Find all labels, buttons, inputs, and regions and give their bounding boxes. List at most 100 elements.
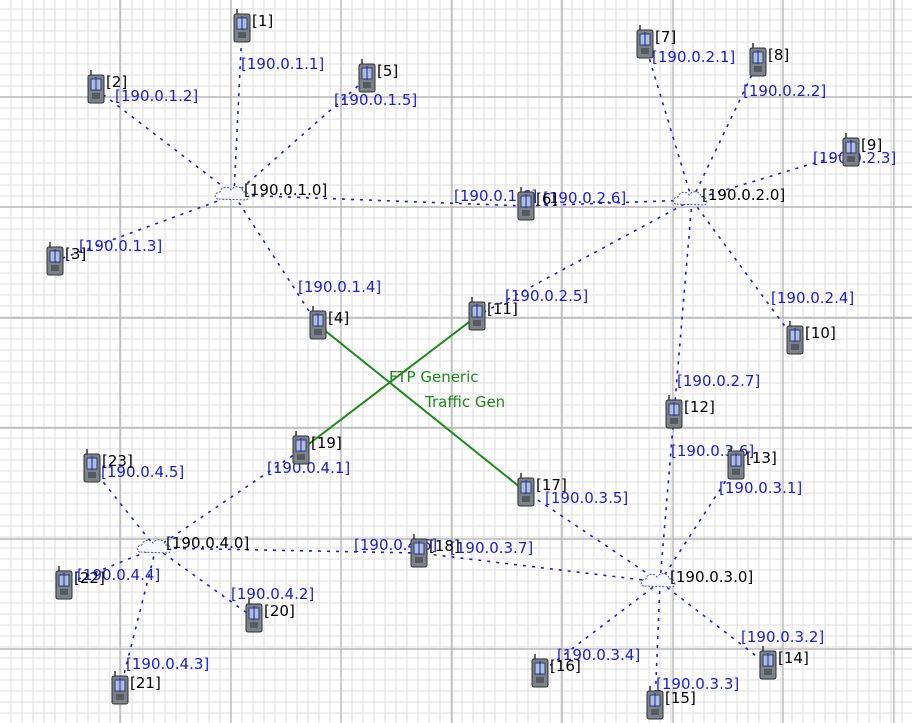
node-1[interactable]: [1] <box>233 9 273 43</box>
node-2[interactable]: [2] <box>87 70 127 104</box>
mobile-device-icon <box>468 297 486 331</box>
mobile-device-icon <box>517 187 535 221</box>
traffic-generator-label: FTP Generic Traffic Gen <box>389 368 505 411</box>
mobile-device-icon <box>786 321 804 355</box>
node-label: [4] <box>328 309 349 327</box>
node-8[interactable]: [8] <box>749 43 789 77</box>
ip-address-labels: [190.0.1.1][190.0.1.2][190.0.1.3][190.0.… <box>77 48 896 693</box>
mobile-device-icon <box>517 473 535 507</box>
mobile-device-icon <box>646 686 664 720</box>
ip-address-label: [190.0.3.3] <box>656 675 739 693</box>
node-19[interactable]: [19] <box>292 431 342 465</box>
node-4[interactable]: [4] <box>309 306 349 340</box>
mobile-device-icon <box>665 395 683 429</box>
node-22[interactable]: [22] <box>55 566 105 600</box>
network-net1[interactable]: [190.0.1.0] <box>214 181 327 201</box>
node-9[interactable]: [9] <box>842 133 882 167</box>
cloud-icon <box>672 191 708 206</box>
node-18[interactable]: [18] <box>410 534 460 568</box>
wireless-link <box>691 199 796 341</box>
wireless-link <box>659 581 769 666</box>
node-label: [5] <box>377 62 398 80</box>
wireless-link <box>233 27 243 196</box>
wireless-link <box>155 547 255 619</box>
node-10[interactable]: [10] <box>786 321 836 355</box>
traffic-label-line2: Traffic Gen <box>424 393 505 411</box>
node-17[interactable]: [17] <box>517 473 567 507</box>
node-label: [21] <box>130 674 161 692</box>
node-15[interactable]: [15] <box>646 686 696 720</box>
node-label: [17] <box>536 476 567 494</box>
traffic-flows <box>300 315 527 493</box>
mobile-device-icon <box>636 25 654 59</box>
node-16[interactable]: [16] <box>531 654 581 688</box>
ip-address-label: [190.0.3.4] <box>557 646 640 664</box>
ip-address-label: [190.0.2.6] <box>543 189 626 207</box>
node-label: [16] <box>550 657 581 675</box>
traffic-flow-line[interactable] <box>300 315 478 451</box>
node-3[interactable]: [3] <box>46 242 86 276</box>
mobile-device-icon <box>759 646 777 680</box>
node-20[interactable]: [20] <box>245 599 295 633</box>
wireless-link <box>525 199 693 207</box>
node-5[interactable]: [5] <box>358 59 398 93</box>
node-label: [10] <box>805 324 836 342</box>
network-label: [190.0.3.0] <box>670 568 753 586</box>
wireless-link <box>155 449 302 549</box>
mobile-device-icon <box>309 306 327 340</box>
mobile-device-icon <box>842 133 860 167</box>
mobile-device-icon <box>55 566 73 600</box>
ip-address-label: [190.0.4.4] <box>77 566 160 584</box>
network-net2[interactable]: [190.0.2.0] <box>672 186 785 206</box>
wireless-link <box>119 547 157 691</box>
node-11[interactable]: [11] <box>468 297 518 331</box>
traffic-flow-line[interactable] <box>317 324 527 493</box>
node-label: [15] <box>665 689 696 707</box>
ip-address-label: [190.0.1.4] <box>298 278 381 296</box>
node-label: [20] <box>264 602 295 620</box>
wireless-link <box>659 413 675 583</box>
node-23[interactable]: [23] <box>83 449 133 483</box>
network-net4[interactable]: [190.0.4.0] <box>136 534 249 554</box>
traffic-label-line1: FTP Generic <box>389 368 479 386</box>
node-label: [1] <box>252 12 273 30</box>
node-13[interactable]: [13] <box>727 446 777 480</box>
ip-address-label: [190.0.1.1] <box>241 55 324 73</box>
ip-address-label: [190.0.3.7] <box>450 539 533 557</box>
wireless-link <box>95 88 235 196</box>
ip-address-label: [190.0.2.2] <box>743 82 826 100</box>
ip-address-label: [190.0.2.1] <box>652 48 735 66</box>
node-21[interactable]: [21] <box>111 671 161 705</box>
mobile-device-icon <box>233 9 251 43</box>
ip-address-label: [190.0.1.5] <box>334 91 417 109</box>
ip-address-label: [190.0.3.1] <box>719 479 802 497</box>
node-7[interactable]: [7] <box>636 25 676 59</box>
cloud-icon <box>640 573 676 588</box>
ip-address-label: [190.0.1.3] <box>79 237 162 255</box>
mobile-device-icon <box>87 70 105 104</box>
mobile-device-icon <box>83 449 101 483</box>
ip-address-label: [190.0.3.2] <box>741 628 824 646</box>
ip-address-label: [190.0.1.6] <box>454 187 537 205</box>
wireless-link <box>63 547 157 586</box>
wireless-links <box>54 27 852 706</box>
network-net3[interactable]: [190.0.3.0] <box>640 568 753 588</box>
networks: [190.0.1.0] [190.0.2.0] [190.0.3.0] [190.0.… <box>136 181 785 588</box>
ip-address-label: [190.0.1.2] <box>115 87 198 105</box>
mobile-device-icon <box>410 534 428 568</box>
ip-address-label: [190.0.4.5] <box>101 463 184 481</box>
node-12[interactable]: [12] <box>665 395 715 429</box>
cloud-icon <box>214 186 250 201</box>
node-label: [23] <box>102 452 133 470</box>
node-label: [9] <box>861 136 882 154</box>
wireless-link <box>644 43 693 201</box>
node-14[interactable]: [14] <box>759 646 809 680</box>
mobile-device-icon <box>111 671 129 705</box>
node-label: [18] <box>429 537 460 555</box>
node-6[interactable]: [6] <box>517 187 557 221</box>
ip-address-label: [190.0.2.5] <box>505 287 588 305</box>
node-label: [19] <box>311 434 342 452</box>
network-label: [190.0.1.0] <box>244 181 327 199</box>
